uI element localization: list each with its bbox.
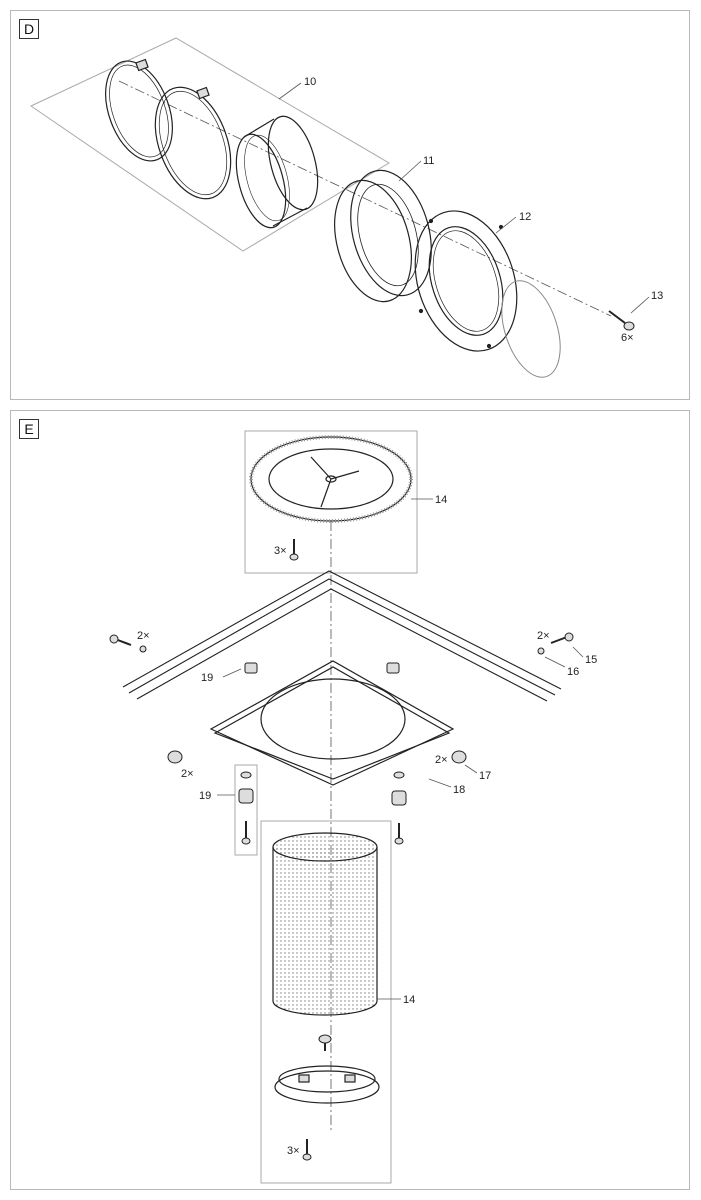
spacer-left [238, 771, 254, 845]
callout-12: 12 [519, 211, 531, 223]
panel-d-diagram: 10 11 12 13 6× [29, 37, 663, 378]
quantity-14-bottom: 3× [287, 1145, 300, 1157]
callout-18: 18 [453, 784, 465, 796]
callout-11: 11 [423, 155, 434, 167]
spacer-right [391, 771, 407, 845]
ceiling-frame [122, 570, 562, 702]
hose-clamp-1 [105, 58, 173, 162]
quantity-left-cap: 2× [181, 768, 194, 780]
bolt-right [537, 632, 574, 655]
callout-10: 10 [304, 76, 316, 88]
cap-nut-left [167, 750, 183, 764]
filter-plug [318, 1034, 332, 1051]
panel-d-label: D [19, 19, 39, 39]
callout-19-bottom: 19 [199, 790, 211, 802]
quantity-right-bolt: 2× [537, 630, 550, 642]
grille-disk [249, 435, 413, 523]
screw [608, 310, 635, 331]
bolt-left [109, 634, 147, 653]
connection-sleeve [235, 115, 319, 229]
assembly-axis [118, 80, 612, 317]
spacer-inset-box [234, 764, 258, 856]
grille-inset-box [244, 430, 418, 574]
clip-left [244, 662, 258, 674]
panel-e-diagram: 3× 14 2× 2× 15 16 [109, 430, 597, 1184]
callout-14-top: 14 [435, 494, 447, 506]
callout-16: 16 [567, 666, 579, 678]
callout-13: 13 [651, 290, 663, 302]
base-screw [302, 1139, 312, 1161]
quantity-14-top: 3× [274, 545, 287, 557]
callout-17: 17 [479, 770, 491, 782]
mounting-flange-plate [414, 210, 518, 352]
panel-d: D [10, 10, 690, 400]
hose-clamp-2 [154, 86, 232, 200]
flange-ring [334, 169, 432, 303]
grille-screw [289, 539, 299, 561]
panel-e-label: E [19, 419, 39, 439]
quantity-left-bolt: 2× [137, 630, 150, 642]
filter-cylinder [272, 832, 378, 1016]
callout-19-top: 19 [201, 672, 213, 684]
mounting-plate [209, 660, 455, 786]
callout-15: 15 [585, 654, 597, 666]
callout-14-bottom: 14 [403, 994, 415, 1006]
filter-inset-box [260, 820, 392, 1184]
clip-right [386, 662, 400, 674]
quantity-right-cap: 2× [435, 754, 448, 766]
panel-e: E 3× 14 [10, 410, 690, 1190]
gasket-ring [501, 280, 561, 378]
filter-base-tray [274, 1065, 380, 1104]
quantity-13: 6× [621, 332, 634, 344]
cap-nut-right [451, 750, 467, 764]
